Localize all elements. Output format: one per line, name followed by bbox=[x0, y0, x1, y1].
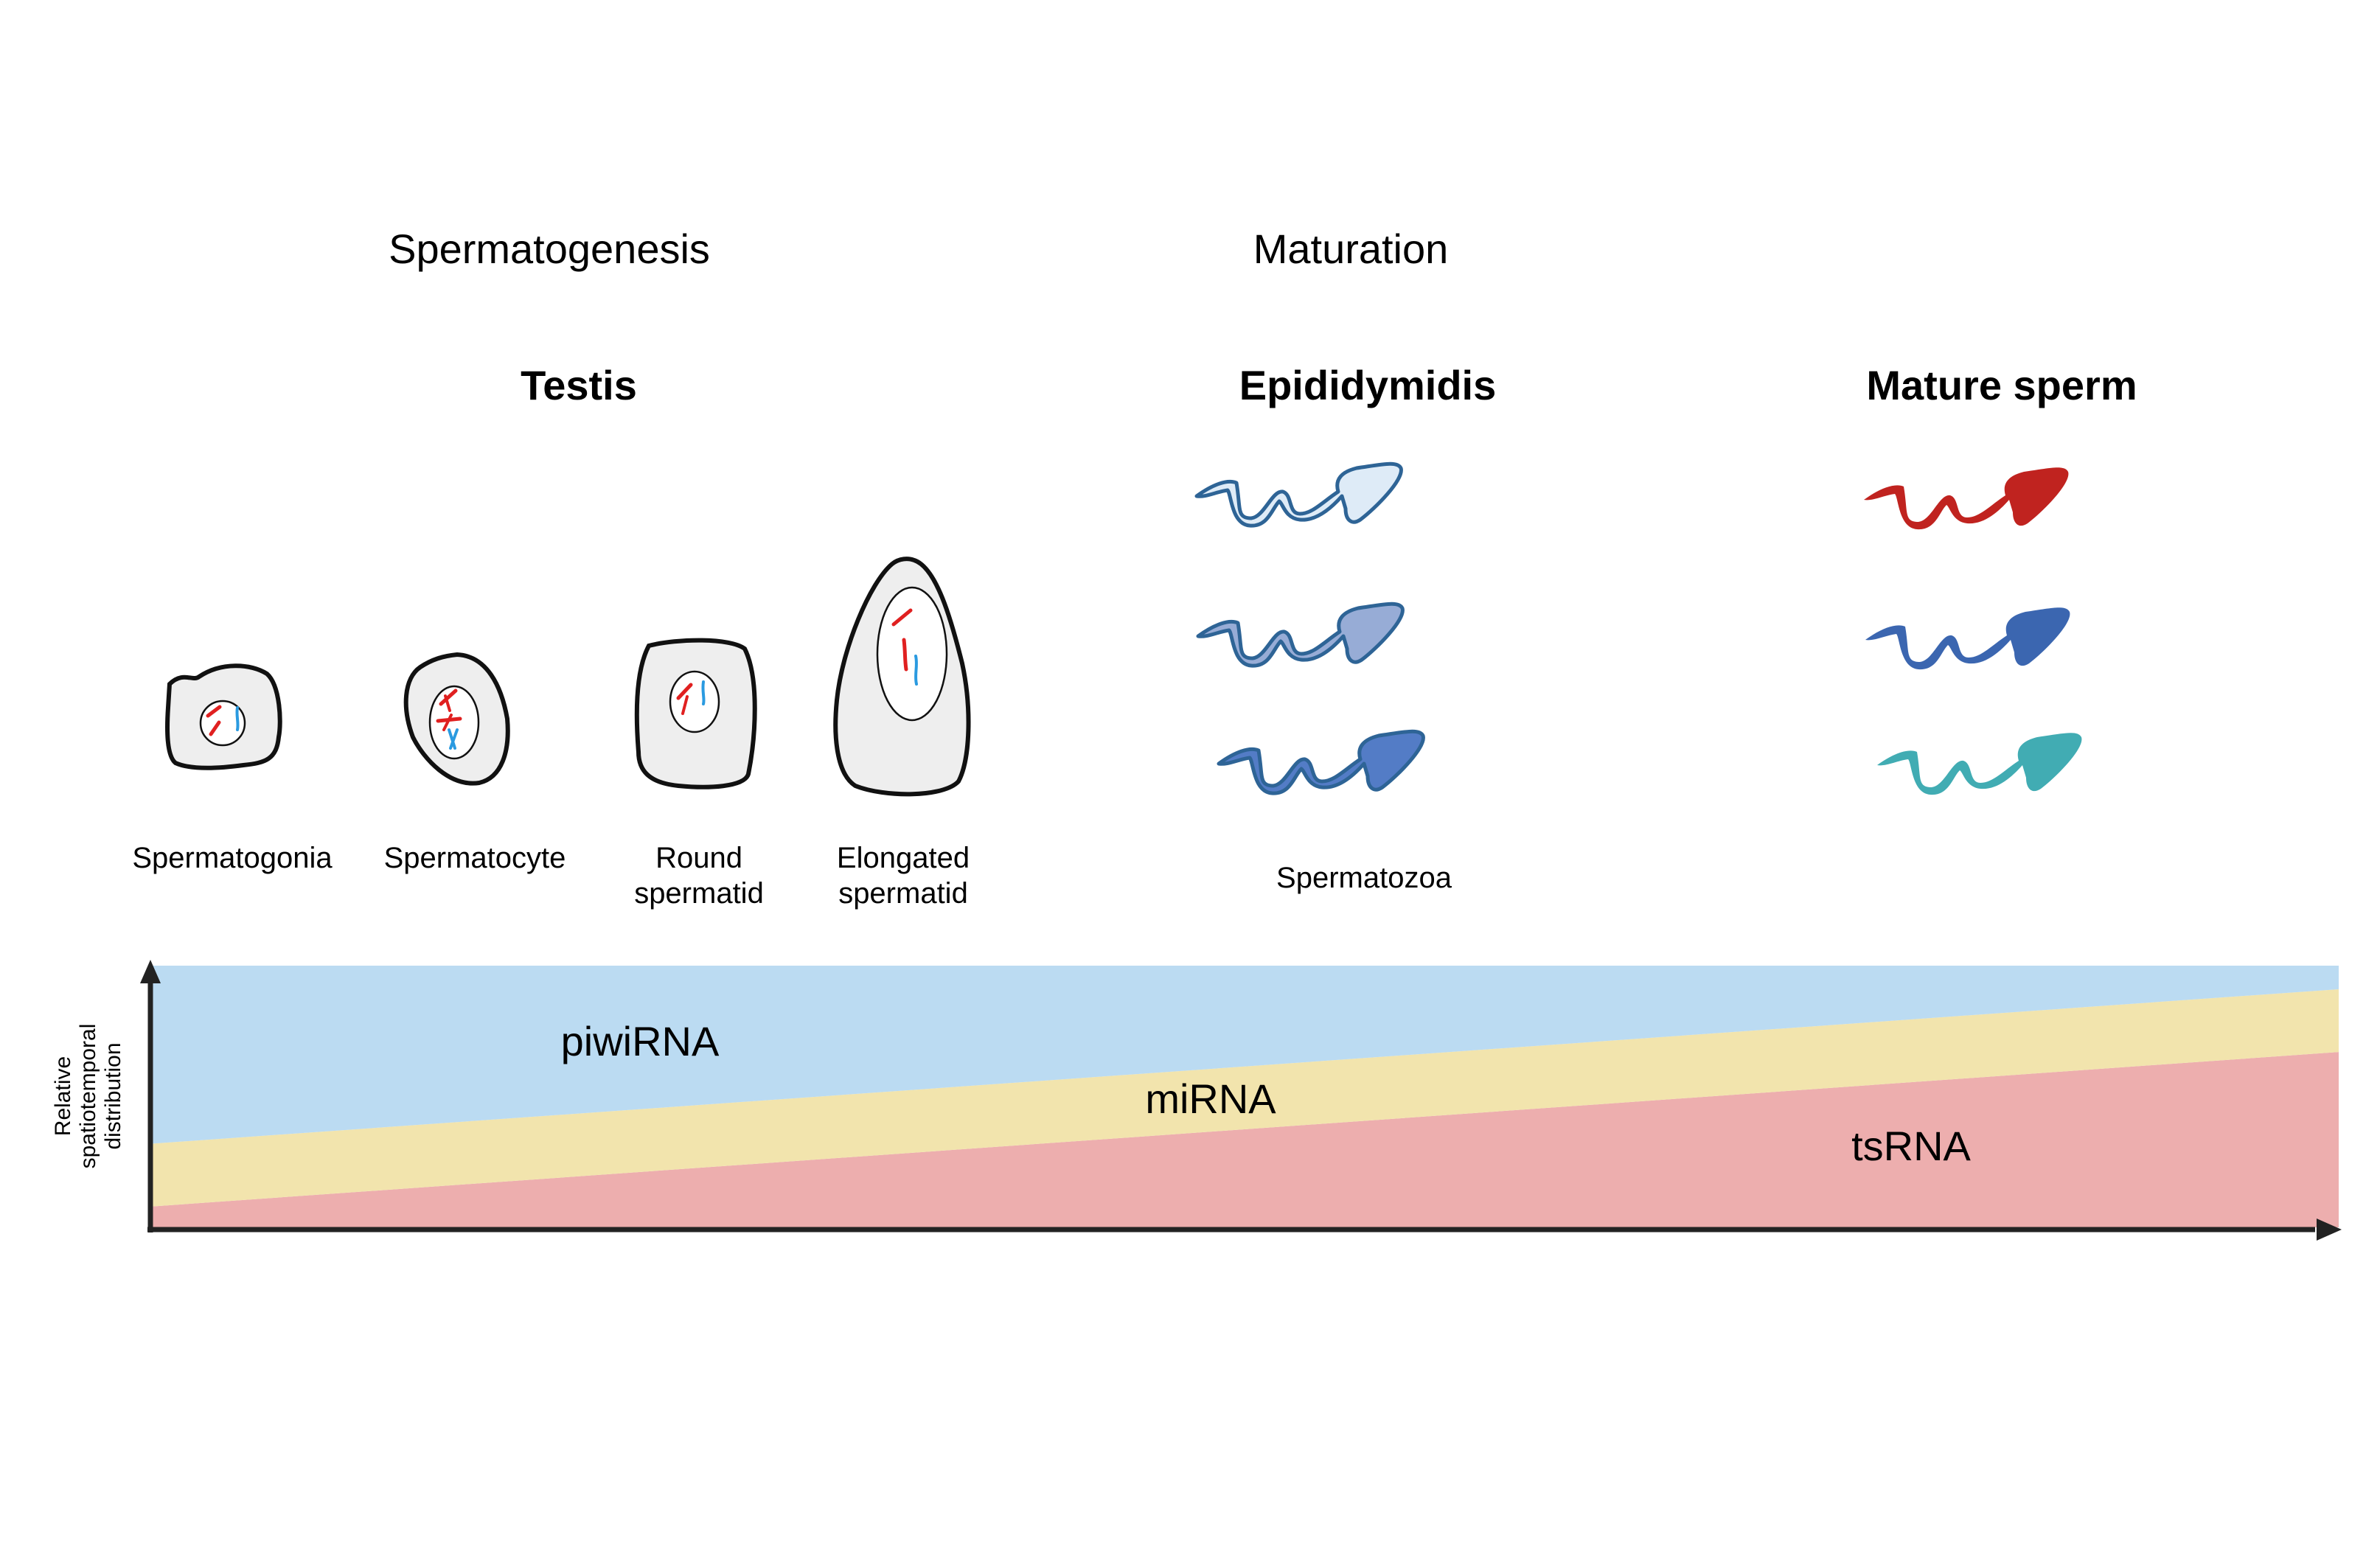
x-axis-arrow-icon bbox=[2317, 1218, 2342, 1241]
band-label-piwiRNA: piwiRNA bbox=[560, 1018, 720, 1064]
y-axis-arrow-icon bbox=[140, 960, 161, 983]
cell-label-elongated-spermatid: Elongated spermatid bbox=[837, 840, 970, 911]
chromosome-blue bbox=[448, 728, 459, 750]
label-line: spermatid bbox=[634, 877, 764, 910]
band-label-tsRNA: tsRNA bbox=[1851, 1123, 1971, 1169]
mature-sperm-teal bbox=[1877, 733, 2082, 795]
distribution-chart bbox=[153, 966, 2339, 1227]
maturation-heading: Maturation bbox=[1253, 226, 1449, 272]
label-line: Spermatogonia bbox=[132, 842, 333, 874]
y-axis-label-line: distribution bbox=[101, 1042, 125, 1150]
mature-sperm-blue bbox=[1865, 607, 2070, 670]
label-line: Spermatocyte bbox=[383, 842, 566, 874]
elongated-spermatid-cell bbox=[833, 557, 971, 797]
y-axis-label-line: spatiotemporal bbox=[76, 1023, 100, 1169]
spermatozoa-label: Spermatozoa bbox=[1276, 862, 1452, 894]
y-axis-label-line: Relative bbox=[51, 1056, 75, 1137]
chromosome-red bbox=[891, 608, 913, 627]
chromosome-red bbox=[442, 714, 453, 731]
cell-label-spermatocyte: Spermatocyte bbox=[384, 840, 566, 876]
epididymal-sperm-3 bbox=[1217, 729, 1425, 795]
cell-label-spermatogonia: Spermatogonia bbox=[132, 840, 332, 876]
spermatogenesis-heading: Spermatogenesis bbox=[389, 226, 710, 272]
chromosome-red bbox=[206, 705, 222, 718]
cell-label-round-spermatid: Round spermatid bbox=[634, 840, 764, 911]
nucleus bbox=[669, 670, 720, 733]
band-piwiRNA bbox=[153, 966, 2339, 1144]
nucleus bbox=[876, 586, 948, 722]
epididymal-sperm-1 bbox=[1194, 461, 1403, 528]
epididymal-sperm-2 bbox=[1196, 602, 1405, 668]
mature-sperm-title: Mature sperm bbox=[1866, 362, 2137, 408]
chromosome-red bbox=[676, 683, 693, 700]
band-miRNA bbox=[153, 989, 2339, 1207]
spermatogonia-cell bbox=[165, 663, 282, 770]
chromosome-red bbox=[444, 694, 451, 712]
spermatocyte-cell bbox=[403, 652, 510, 786]
testis-title: Testis bbox=[521, 362, 637, 408]
band-tsRNA bbox=[153, 1052, 2339, 1227]
chart-axes bbox=[140, 960, 2342, 1241]
label-line: Round bbox=[655, 842, 742, 874]
chromosome-red bbox=[439, 688, 458, 706]
chromosome-red bbox=[209, 720, 221, 736]
epididymidis-title: Epididymidis bbox=[1239, 362, 1497, 408]
chromosome-red bbox=[902, 638, 908, 672]
chromosome-red bbox=[681, 695, 689, 715]
y-axis-label: Relative spatiotemporal distribution bbox=[51, 1024, 126, 1169]
round-spermatid-cell bbox=[634, 638, 757, 789]
band-label-miRNA: miRNA bbox=[1145, 1075, 1276, 1122]
label-line: Elongated bbox=[836, 842, 970, 874]
label-line: spermatid bbox=[838, 877, 968, 910]
mature-sperm-red bbox=[1864, 467, 2069, 530]
